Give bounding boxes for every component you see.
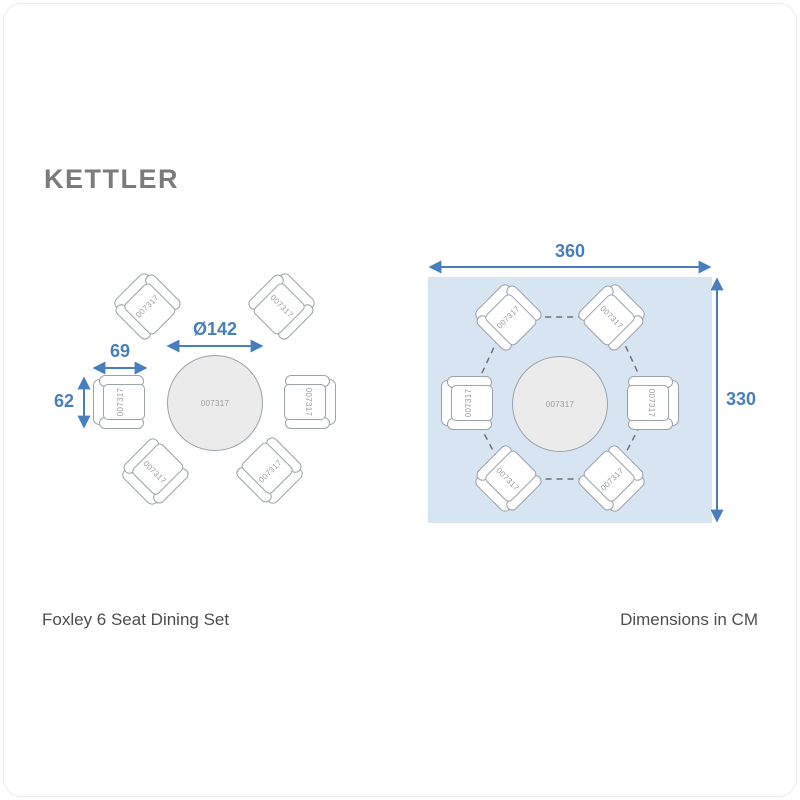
table-product-code: 007317	[200, 398, 230, 408]
brand-logo: KETTLER	[44, 164, 179, 194]
rounded-frame	[3, 3, 797, 797]
product-name: Foxley 6 Seat Dining Set	[42, 610, 230, 629]
chair-product-code: 007317	[463, 388, 473, 418]
chair-depth-label: 62	[53, 391, 74, 411]
table-diameter-label: Ø142	[192, 319, 238, 339]
units-note: Dimensions in CM	[620, 610, 758, 629]
chair-product-code: 007317	[304, 387, 314, 417]
dining-table-top-view: 007317	[167, 355, 263, 451]
chair-product-code: 007317	[598, 465, 626, 493]
chair-right: 007317	[282, 375, 336, 429]
chair-product-code: 007317	[268, 292, 296, 320]
chair-product-code: 007317	[494, 465, 522, 493]
chair-product-code: 007317	[647, 388, 657, 418]
chair-product-code: 007317	[115, 387, 125, 417]
footprint-depth-label: 330	[726, 389, 757, 409]
chair-product-code: 007317	[133, 292, 161, 320]
footprint-width-label: 360	[554, 241, 586, 261]
chair-product-code: 007317	[256, 457, 284, 485]
chair-left: 007317	[93, 375, 147, 429]
chair-product-code: 007317	[598, 303, 626, 331]
chair-product-code: 007317	[494, 303, 522, 331]
chair-product-code: 007317	[141, 458, 169, 486]
table-product-code: 007317	[545, 399, 575, 409]
footprint-chair-left: 007317	[441, 376, 495, 430]
dining-table-top-view-footprint: 007317	[512, 356, 608, 452]
chair-width-label: 69	[109, 341, 131, 361]
footprint-chair-right: 007317	[625, 376, 679, 430]
